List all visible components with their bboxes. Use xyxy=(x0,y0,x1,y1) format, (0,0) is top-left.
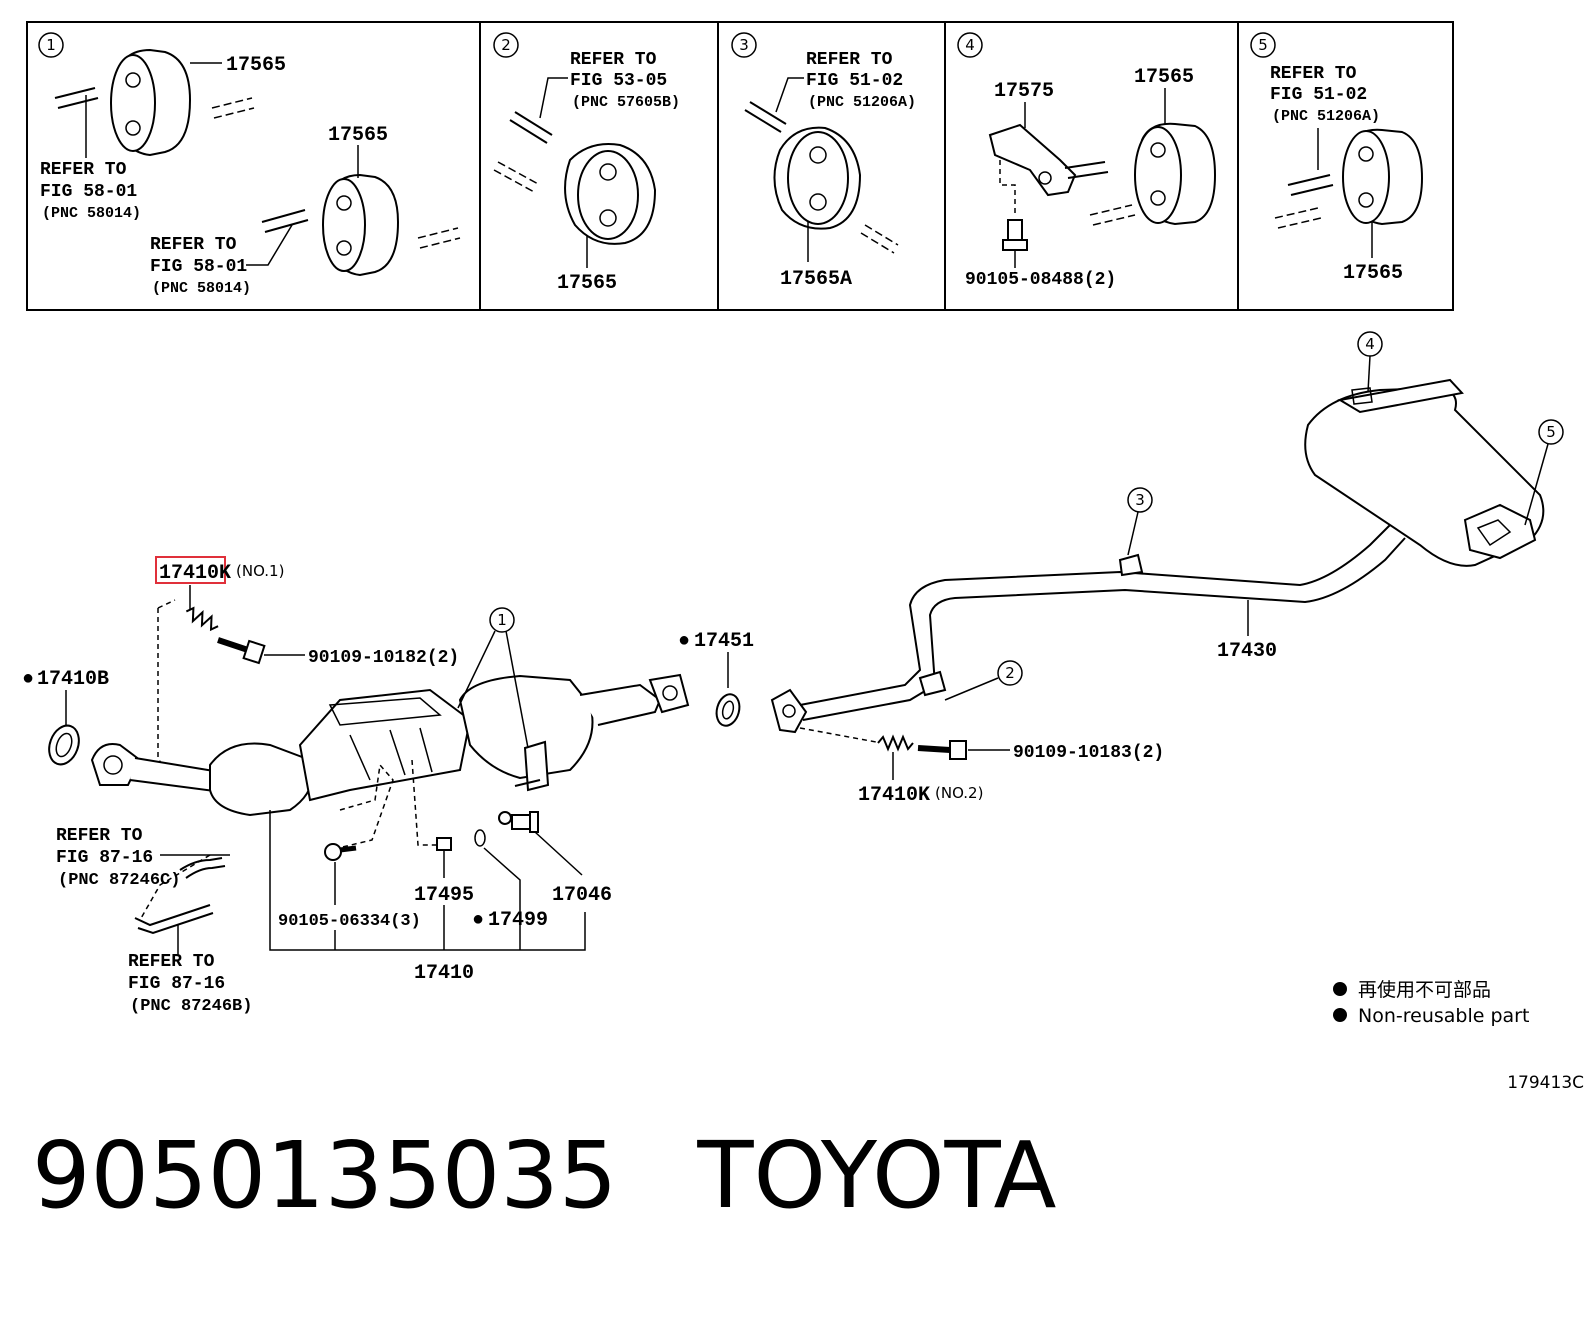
ring-label: 17499 xyxy=(488,909,548,932)
ref-text: FIG 58-01 xyxy=(150,257,247,277)
spring-no2-sub: (NO.2) xyxy=(935,784,983,802)
valve-icon xyxy=(498,811,539,833)
inset-1-part-a: 17565 xyxy=(226,54,286,77)
non-reusable-dot: ● xyxy=(472,909,484,932)
bolt-rear-label: 90109-10183(2) xyxy=(1013,743,1164,763)
gasket-icon xyxy=(48,724,80,766)
ref-text: (PNC 51206A) xyxy=(1272,108,1380,125)
highlight-box xyxy=(155,556,226,584)
ref-text: (PNC 87246C) xyxy=(58,871,180,890)
spring-no1-label: 17410K xyxy=(159,562,231,585)
inset-3-number: 3 xyxy=(739,36,749,54)
gasket-mid-label: 17451 xyxy=(694,630,754,653)
inset-4-bolt: 90105-08488(2) xyxy=(965,270,1116,290)
legend: 再使用不可部品 Non-reusable part 179413C xyxy=(1333,979,1584,1093)
non-reusable-dot xyxy=(1333,982,1347,996)
inset-5-part: 17565 xyxy=(1343,262,1403,285)
hanger-icon xyxy=(773,126,862,230)
spring-no1-sub: (NO.1) xyxy=(236,562,284,580)
ref-text: FIG 51-02 xyxy=(1270,85,1367,105)
ref-text: FIG 53-05 xyxy=(570,71,667,91)
front-pipe-label: 17410 xyxy=(414,962,474,985)
spring-no2-label: 17410K xyxy=(858,784,930,807)
inset-5-number: 5 xyxy=(1258,36,1268,54)
ref-text: REFER TO xyxy=(56,826,143,846)
non-reusable-dot xyxy=(1333,1008,1347,1022)
bracket-icon xyxy=(988,123,1109,197)
inset-1-number: 1 xyxy=(46,36,56,54)
inset-2: 2 REFER TO FIG 53-05 (PNC 57605B) 17565 xyxy=(493,32,680,295)
ref-text: (PNC 58014) xyxy=(152,280,251,297)
plug-icon xyxy=(436,837,452,851)
inset-2-number: 2 xyxy=(501,36,511,54)
sensor-bolt-label: 90105-06334(3) xyxy=(278,912,421,931)
ref-text: REFER TO xyxy=(40,160,127,180)
valve-label: 17046 xyxy=(552,884,612,907)
plug-label: 17495 xyxy=(414,884,474,907)
callout-3: 3 xyxy=(1135,491,1145,509)
main-assembly: 17410K (NO.1) 90109-10182(2) ● 17410B xyxy=(22,331,1564,1016)
tail-pipe-label: 17430 xyxy=(1217,640,1277,663)
ref-text: (PNC 51206A) xyxy=(808,94,916,111)
inset-5: 5 REFER TO FIG 51-02 (PNC 51206A) 17565 xyxy=(1250,32,1424,285)
non-reusable-dot: ● xyxy=(22,668,34,691)
inset-4-number: 4 xyxy=(965,36,975,54)
bolt-icon xyxy=(324,843,357,861)
ref-text: REFER TO xyxy=(150,235,237,255)
ref-text: REFER TO xyxy=(806,50,893,70)
inset-1-part-b: 17565 xyxy=(328,124,388,147)
tail-pipe-assembly xyxy=(770,378,1545,734)
inset-2-part: 17565 xyxy=(557,272,617,295)
bolt-front-label: 90109-10182(2) xyxy=(308,648,459,668)
ref-text: (PNC 57605B) xyxy=(572,94,680,111)
hanger-icon xyxy=(322,173,400,277)
spring-icon xyxy=(185,606,219,632)
inset-4-bracket: 17575 xyxy=(994,80,1054,103)
callout-4: 4 xyxy=(1365,335,1375,353)
inset-3-part: 17565A xyxy=(780,268,852,291)
bolt-icon xyxy=(917,740,967,760)
inset-1: 1 17565 REFER TO FIG 58-01 (PNC 58014) 1… xyxy=(38,32,461,297)
figure-code: 179413C xyxy=(1507,1073,1584,1093)
ref-text: (PNC 87246B) xyxy=(130,997,252,1016)
ref-text: REFER TO xyxy=(128,952,215,972)
ref-text: REFER TO xyxy=(570,50,657,70)
hanger-icon xyxy=(1342,128,1424,226)
gasket-icon xyxy=(715,693,741,727)
part-number: 9050135035 xyxy=(32,1122,618,1229)
legend-en: Non-reusable part xyxy=(1358,1005,1529,1027)
hanger-icon xyxy=(110,48,192,157)
ref-text: (PNC 58014) xyxy=(42,205,141,222)
ref-text: REFER TO xyxy=(1270,64,1357,84)
ref-text: FIG 87-16 xyxy=(128,974,225,994)
brand-name: TOYOTA xyxy=(697,1122,1057,1229)
callout-5: 5 xyxy=(1546,423,1556,441)
callout-2: 2 xyxy=(1005,664,1015,682)
bolt-icon xyxy=(217,637,266,665)
front-pipe-assembly xyxy=(90,673,690,817)
inset-4-part: 17565 xyxy=(1134,66,1194,89)
hanger-icon xyxy=(564,143,657,245)
ref-text: FIG 58-01 xyxy=(40,182,137,202)
ring-icon xyxy=(474,829,486,847)
gasket-front-label: 17410B xyxy=(37,668,109,691)
hanger-icon xyxy=(1134,122,1217,226)
inset-3: 3 REFER TO FIG 51-02 (PNC 51206A) 17565A xyxy=(731,32,916,291)
legend-jp: 再使用不可部品 xyxy=(1358,979,1491,1001)
spring-icon xyxy=(877,734,914,752)
bolt-icon xyxy=(1002,219,1028,251)
inset-panels xyxy=(26,21,1454,311)
inset-4: 4 17575 90105-08488(2) 17565 xyxy=(957,32,1217,290)
ref-text: FIG 87-16 xyxy=(56,848,153,868)
ref-text: FIG 51-02 xyxy=(806,71,903,91)
callout-1: 1 xyxy=(497,611,507,629)
non-reusable-dot: ● xyxy=(678,630,690,653)
